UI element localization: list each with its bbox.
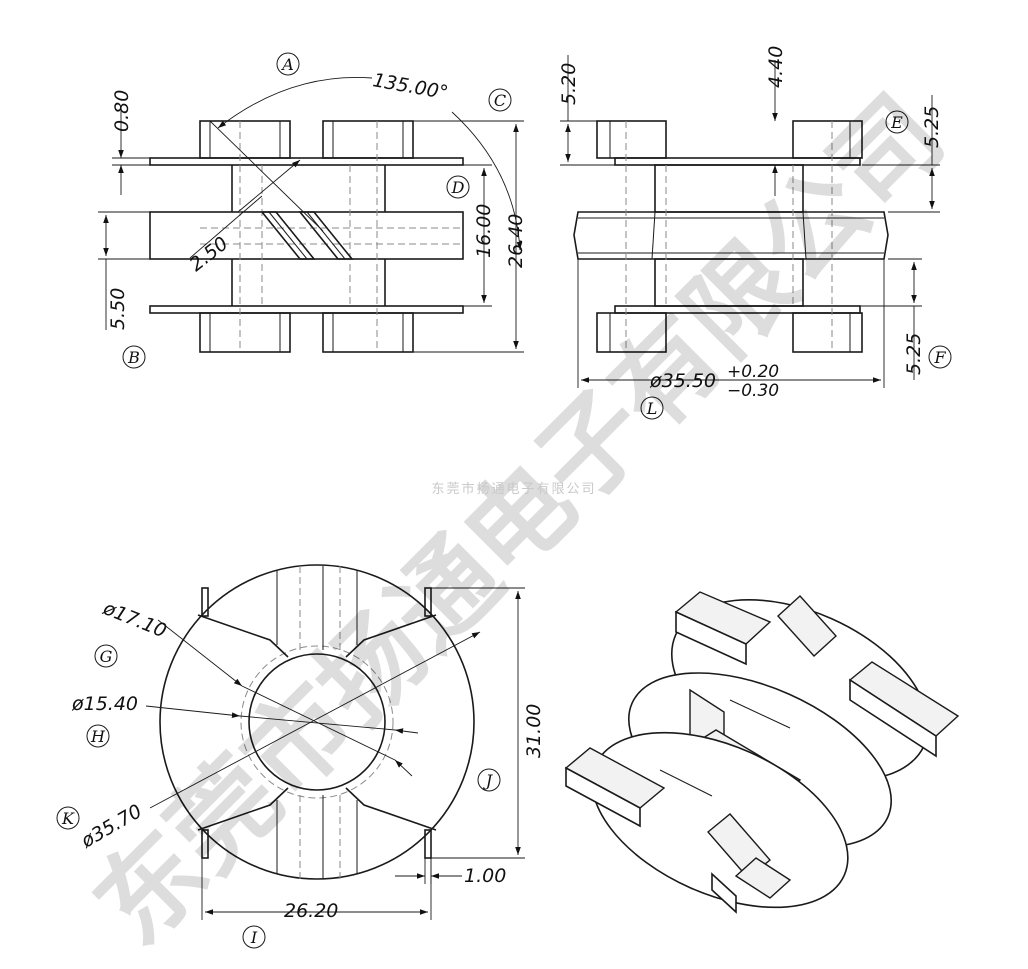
dim-core-height: 5.50: [107, 288, 129, 330]
side-view-dimensions: 5.20 4.40 5.25 5.25 ø35.50 +0.20 −0.30 E…: [558, 46, 952, 420]
dim-angle: 135.00°: [371, 69, 450, 104]
dim-inner-height: 16.00: [473, 204, 495, 258]
svg-text:D: D: [451, 178, 465, 197]
callout-D: D: [446, 175, 470, 199]
callout-F: F: [928, 345, 952, 369]
svg-text:H: H: [90, 727, 106, 746]
dim-side-gap: 4.40: [765, 46, 787, 88]
front-view: [149, 120, 464, 353]
svg-text:L: L: [646, 399, 658, 418]
svg-text:A: A: [280, 55, 294, 74]
svg-text:B: B: [127, 348, 140, 367]
svg-text:C: C: [494, 91, 506, 110]
callout-A: A: [276, 52, 300, 76]
callout-J: J: [477, 768, 501, 792]
callout-E: E: [885, 110, 909, 134]
dim-pin-width: 1.00: [464, 865, 506, 887]
callout-B: B: [122, 345, 146, 369]
svg-text:G: G: [100, 647, 113, 666]
front-view-dimensions: 135.00° 2.50 0.80 5.50 16.00 26.40 A B C…: [98, 52, 527, 369]
svg-text:E: E: [890, 113, 903, 132]
bottom-view: [159, 564, 475, 880]
callout-G: G: [94, 644, 118, 668]
side-view: [573, 120, 889, 353]
callout-I: I: [242, 925, 266, 949]
dim-side-top: 5.20: [558, 63, 580, 105]
dim-tol-plus: +0.20: [727, 362, 779, 382]
callout-L: L: [640, 396, 664, 420]
dim-tol-minus: −0.30: [727, 381, 779, 401]
company-name: 东莞市扬通电子有限公司: [431, 482, 597, 497]
dim-diameter-main: ø35.50: [649, 370, 716, 392]
dim-height-31: 31.00: [523, 704, 545, 758]
callout-C: C: [488, 88, 512, 112]
svg-text:I: I: [250, 928, 258, 947]
dim-total-height: 26.40: [505, 214, 527, 268]
dim-inner-dia-1: ø17.10: [99, 597, 169, 643]
dim-base-width: 26.20: [284, 900, 338, 922]
svg-text:J: J: [483, 771, 494, 790]
svg-text:F: F: [933, 348, 946, 367]
dim-inner-dia-2: ø15.40: [71, 693, 138, 715]
svg-text:K: K: [61, 809, 75, 828]
dim-slot: 2.50: [186, 233, 233, 276]
callout-K: K: [56, 806, 80, 830]
dim-flange: 0.80: [111, 90, 133, 132]
callout-H: H: [86, 724, 110, 748]
isometric-view: [564, 591, 960, 914]
